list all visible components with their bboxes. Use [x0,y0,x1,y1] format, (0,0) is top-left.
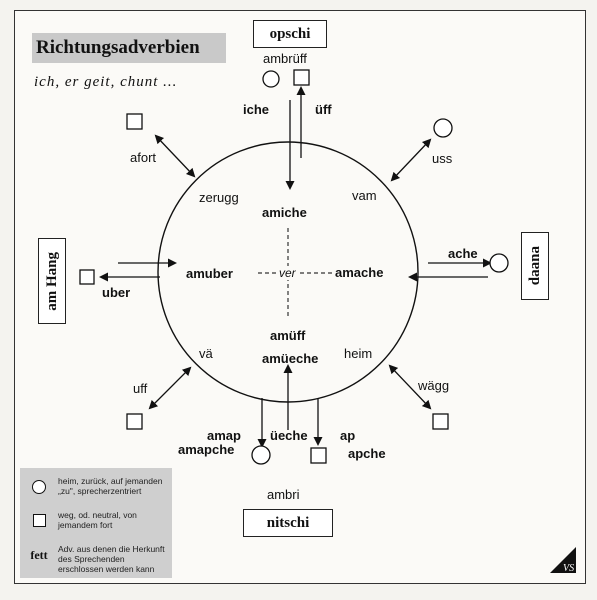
arrow-wagg [388,364,432,410]
label-ache: ache [448,246,478,261]
label-amap: amap [207,428,241,443]
square-symbol-wagg [432,413,449,430]
label-va: vä [199,346,213,361]
box-left: am Hang [38,238,66,324]
label-iche: iche [243,102,270,117]
legend: heim, zurück, auf jemanden „zu", spreche… [20,468,172,578]
box-right: daana [521,232,549,300]
corner-mark-text: VS [563,563,574,574]
label-uff: uff [133,381,148,396]
label-vam: vam [352,188,377,203]
label-uss: uss [432,151,453,166]
legend-fett-text: Adv. aus denen die Herkunft des Sprechen… [58,544,165,574]
legend-square-icon [32,514,46,527]
legend-fett-label: fett [30,548,48,562]
label-afort: afort [130,150,157,165]
label-ver: ver [277,266,298,280]
page-subtitle: ich, er geit, chunt ... [34,74,178,90]
corner-mark: VS [550,547,576,574]
label-amueche: amüeche [262,351,319,366]
label-uber: uber [102,285,131,300]
circle-symbol-uss [433,118,453,138]
label-apche: apche [348,446,386,461]
label-amuff: amüff [270,328,306,343]
label-ambruff: ambrüff [263,51,307,66]
arrow-afort [154,134,196,178]
label-amapche: amapche [178,442,235,457]
box-left-label: am Hang [43,251,60,311]
legend-square-text: weg, od. neutral, von jemandem fort [58,510,137,530]
arrow-uff [148,366,192,410]
label-amiche: amiche [262,205,307,220]
label-ueche: üeche [270,428,308,443]
legend-row-square: weg, od. neutral, von jemandem fort [26,510,170,530]
box-right-label: daana [526,246,543,286]
label-wagg: wägg [418,378,450,393]
page-title: Richtungsadverbien [32,33,226,63]
square-symbol-top [293,69,310,86]
circle-symbol-amap [251,445,271,465]
label-ambri: ambri [267,487,300,502]
box-bottom: nitschi [243,509,333,537]
label-uff-top: üff [315,102,332,117]
label-ap: ap [340,428,356,443]
label-amache: amache [335,265,384,280]
circle-symbol-ache [489,253,509,273]
legend-row-circle: heim, zurück, auf jemanden „zu", spreche… [26,476,170,496]
label-zerugg: zerugg [199,190,239,205]
box-top: opschi [253,20,327,48]
box-bottom-label: nitschi [266,514,310,531]
arrow-uss [390,138,432,182]
square-symbol-uff [126,413,143,430]
square-symbol-afort [126,113,143,130]
square-symbol-uber [79,269,95,285]
box-top-label: opschi [269,25,311,42]
label-amuber: amuber [186,266,233,281]
label-heim: heim [344,346,373,361]
legend-row-fett: fett Adv. aus denen die Herkunft des Spr… [26,544,170,574]
circle-symbol-top [262,70,280,88]
legend-circle-text: heim, zurück, auf jemanden „zu", spreche… [58,476,163,496]
legend-circle-icon [32,480,46,494]
square-symbol-ap [310,447,327,464]
